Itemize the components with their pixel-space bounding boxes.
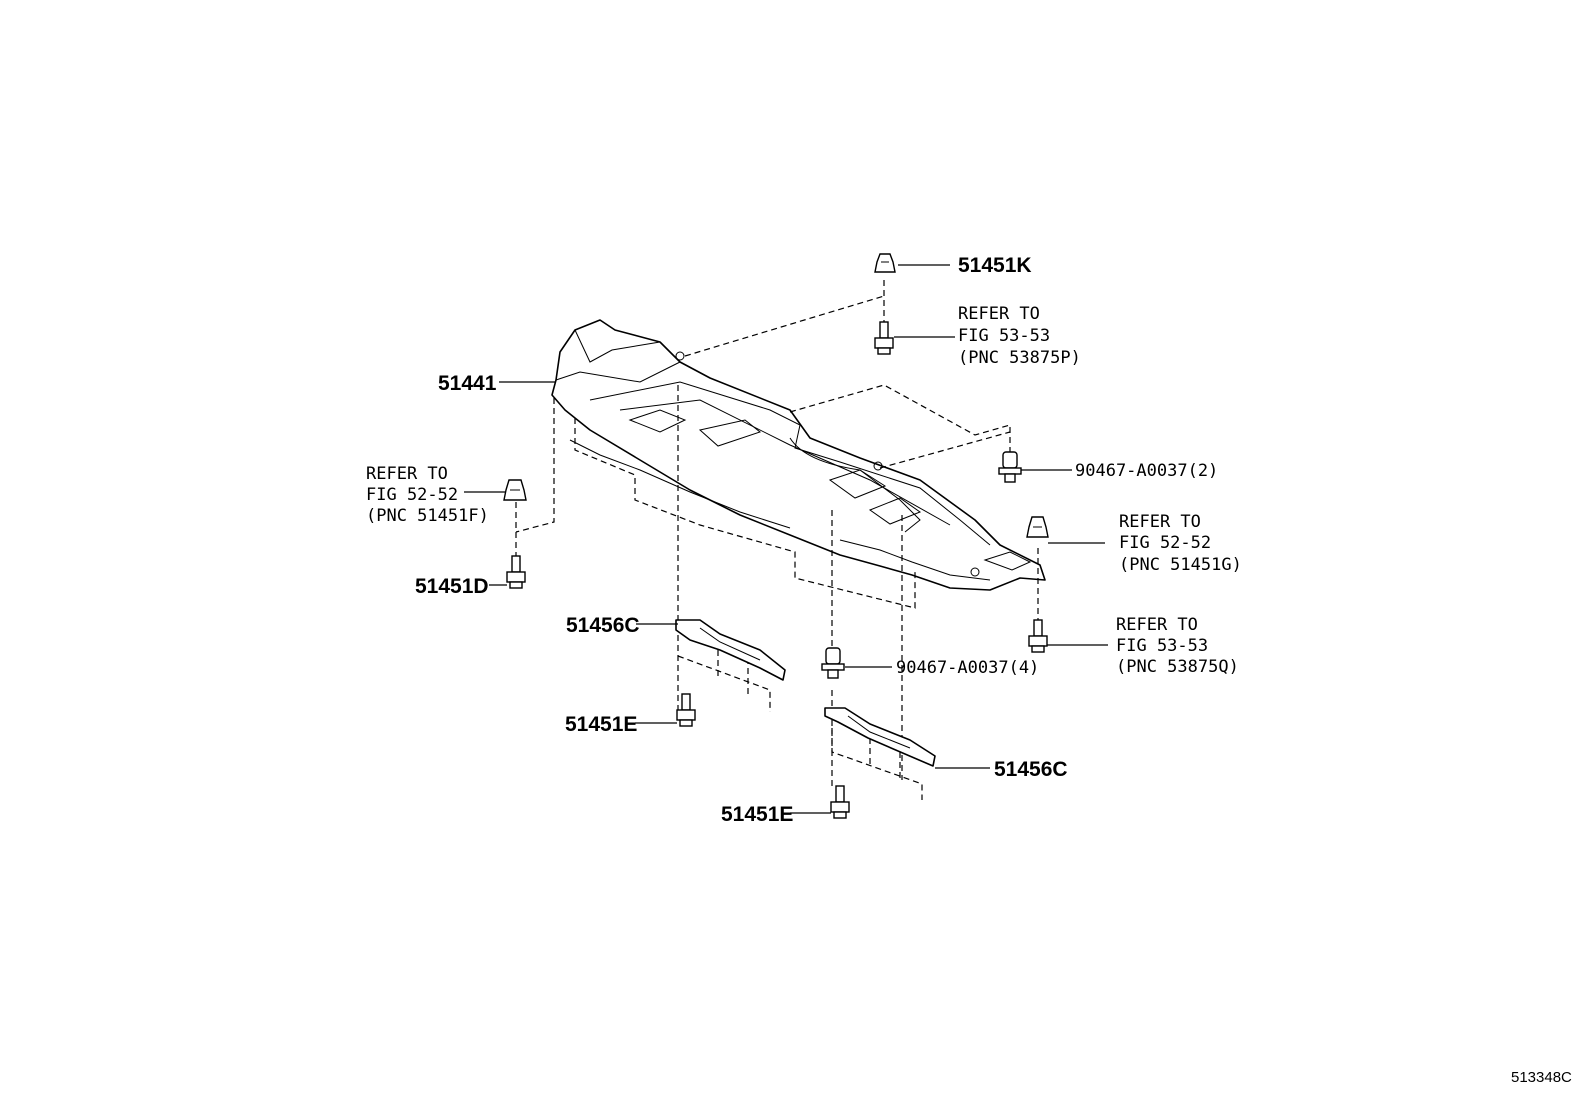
splash-shield-right — [824, 707, 936, 767]
ref-line-1: REFER TO — [1116, 615, 1198, 635]
part-51451e-label: 51451E — [565, 713, 637, 736]
ref-line-3: (PNC 51451G) — [1119, 555, 1242, 575]
part-90467-a0037-4-label: 90467-A0037(4) — [896, 658, 1039, 678]
bolt-53875q-icon — [1028, 619, 1048, 653]
part-51441-label: 51441 — [438, 372, 497, 395]
part-51451e-label: 51451E — [721, 803, 793, 826]
splash-shield-left — [675, 619, 786, 681]
part-90467-a0037-2-label: 90467-A0037(2) — [1075, 461, 1218, 481]
ref-note-51451f: REFER TO FIG 52-52 (PNC 51451F) — [366, 464, 489, 526]
bolt-51451e-left-icon — [676, 693, 696, 727]
clip-51451f-icon — [503, 479, 527, 501]
under-cover-body — [551, 319, 1046, 591]
ref-line-1: REFER TO — [366, 464, 448, 484]
ref-line-3: (PNC 53875Q) — [1116, 657, 1239, 677]
ref-line-2: FIG 52-52 — [1119, 533, 1211, 553]
ref-line-3: (PNC 51451F) — [366, 506, 489, 526]
dashed-guide-lines — [515, 280, 1039, 800]
ref-line-1: REFER TO — [958, 304, 1040, 324]
part-51451d-label: 51451D — [415, 575, 489, 598]
leader-lines — [464, 264, 1108, 814]
clip-51451k-icon — [874, 253, 896, 273]
ref-note-51451g: REFER TO FIG 52-52 (PNC 51451G) — [1119, 512, 1242, 575]
ref-line-2: FIG 53-53 — [958, 326, 1050, 346]
ref-line-3: (PNC 53875P) — [958, 348, 1081, 368]
ref-line-2: FIG 53-53 — [1116, 636, 1208, 656]
ref-note-53875p: REFER TO FIG 53-53 (PNC 53875P) — [958, 304, 1081, 368]
clip-90467-2-icon — [998, 451, 1022, 483]
clip-51451g-icon — [1026, 516, 1049, 538]
bolt-53875p-icon — [874, 321, 894, 355]
bolt-51451e-right-icon — [830, 785, 850, 819]
ref-line-1: REFER TO — [1119, 512, 1201, 532]
bolt-51451d-icon — [506, 555, 526, 589]
part-51456c-label: 51456C — [566, 614, 640, 637]
part-51456c-label: 51456C — [994, 758, 1068, 781]
figure-id: 513348C — [1511, 1069, 1572, 1086]
ref-note-53875q: REFER TO FIG 53-53 (PNC 53875Q) — [1116, 615, 1239, 677]
ref-line-2: FIG 52-52 — [366, 485, 458, 505]
part-51451k-label: 51451K — [958, 254, 1032, 277]
clip-90467-4-icon — [821, 647, 845, 679]
